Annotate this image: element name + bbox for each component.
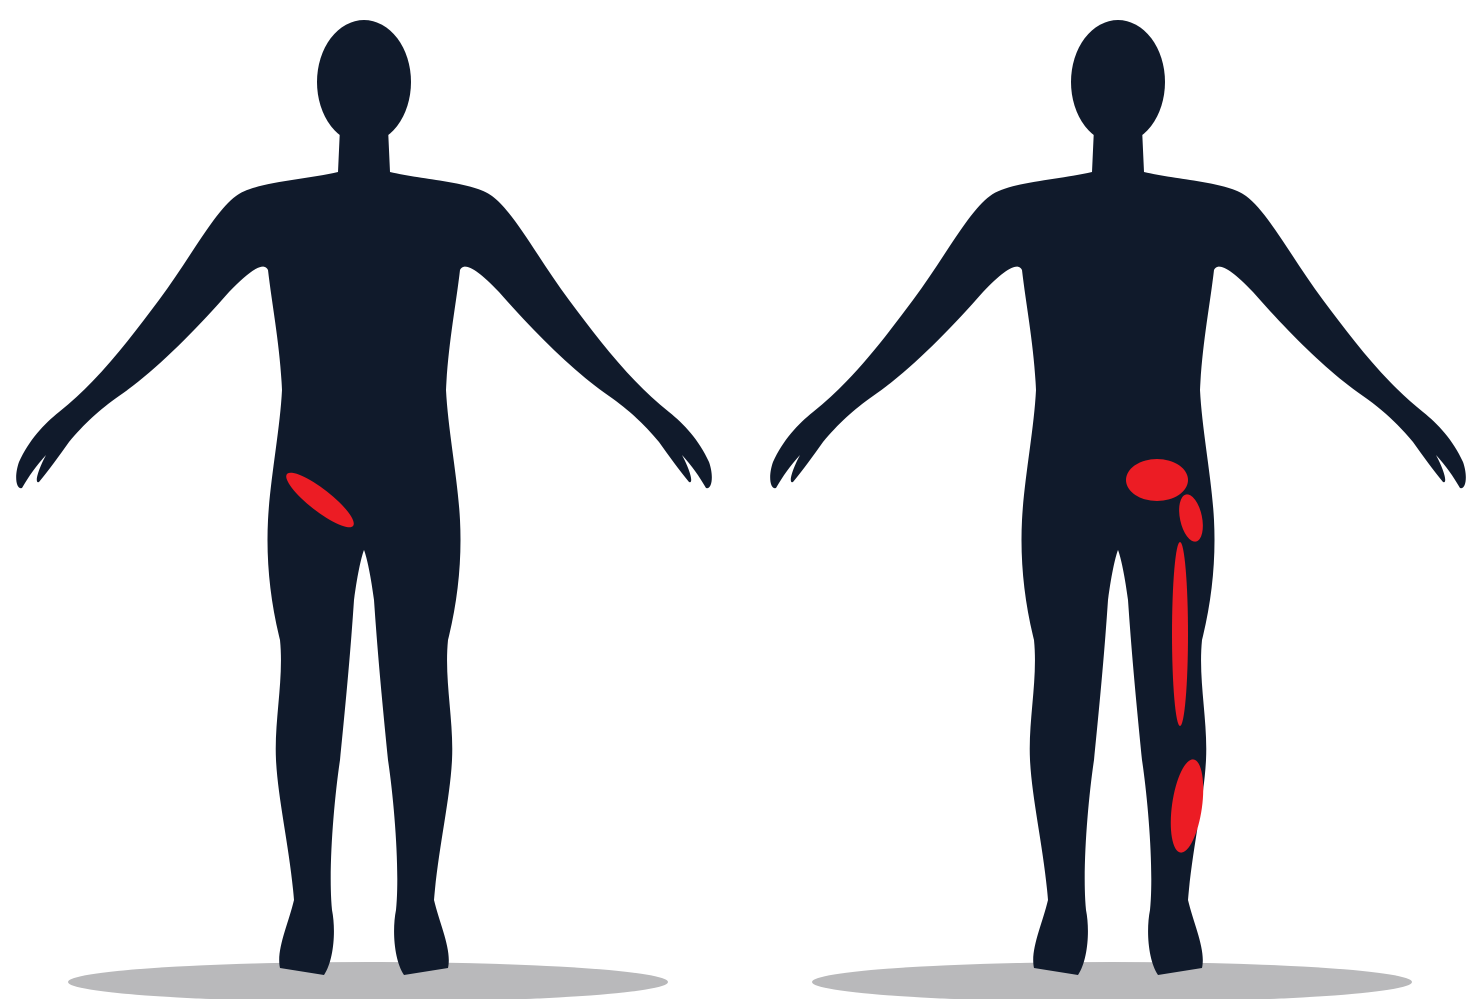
left-body-silhouette [16, 20, 712, 975]
right-figure [770, 20, 1466, 999]
left-floor-shadow [68, 962, 668, 999]
right-floor-shadow [812, 962, 1412, 999]
right-pain-area-lateral-thigh [1172, 542, 1188, 726]
right-body-silhouette [770, 20, 1466, 975]
left-figure [16, 20, 712, 999]
right-pain-area-hip [1126, 459, 1188, 501]
